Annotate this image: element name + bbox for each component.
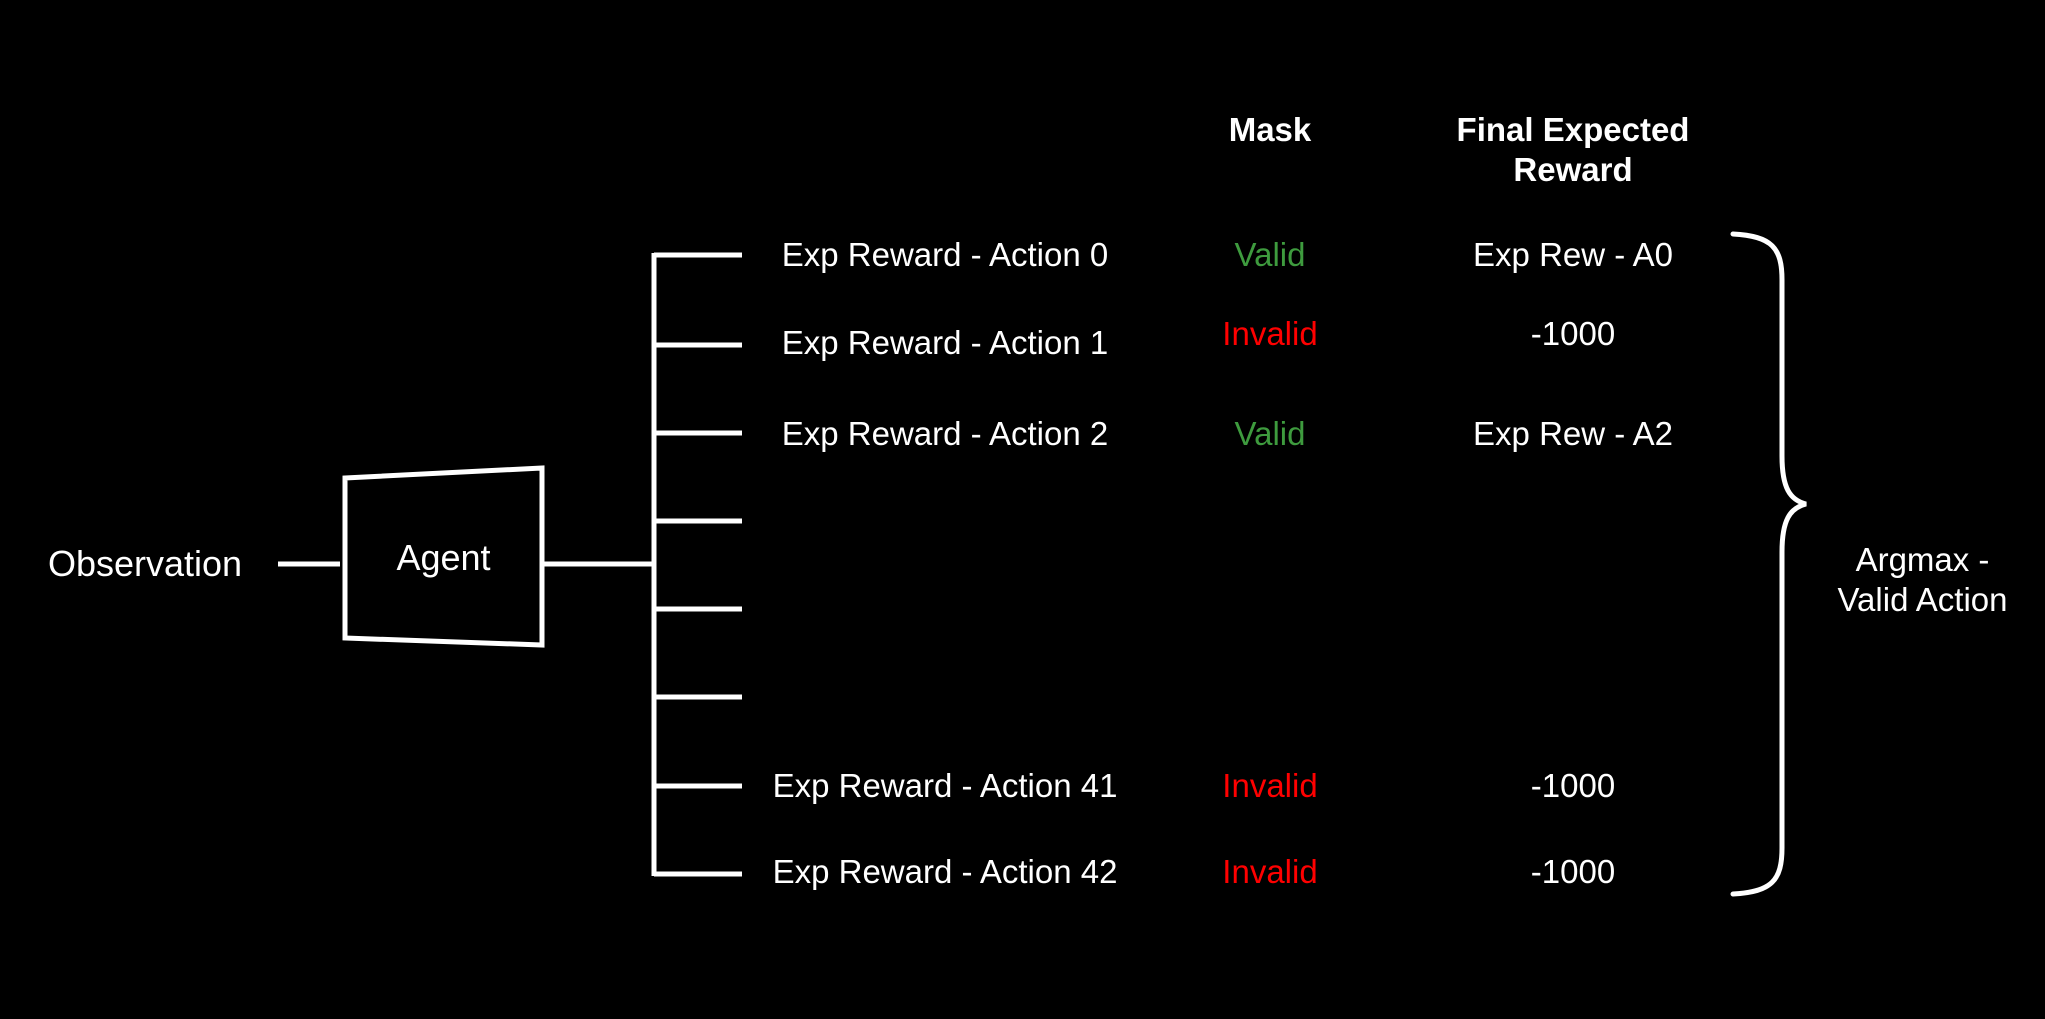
final-reward-2: Exp Rew - A2 bbox=[1473, 415, 1673, 452]
final-expected-reward-column-header: Final Expected Reward bbox=[1456, 111, 1690, 188]
mask-status-6: Invalid bbox=[1222, 767, 1318, 804]
mask-status-1: Invalid bbox=[1222, 315, 1318, 352]
argmax-valid-action-label: Argmax - Valid Action bbox=[1837, 541, 2008, 618]
final-reward-7: -1000 bbox=[1530, 853, 1616, 890]
mask-status-7: Invalid bbox=[1222, 853, 1318, 890]
final-reward-1: -1000 bbox=[1530, 315, 1616, 352]
action-label-2: Exp Reward - Action 2 bbox=[781, 415, 1109, 452]
argmax-curly-brace bbox=[1730, 231, 1807, 897]
observation-label: Observation bbox=[47, 543, 243, 584]
final-reward-6: -1000 bbox=[1530, 767, 1616, 804]
action-label-1: Exp Reward - Action 1 bbox=[781, 324, 1109, 361]
final-reward-0: Exp Rew - A0 bbox=[1473, 236, 1673, 273]
agent-label: Agent bbox=[396, 537, 491, 578]
action-label-0: Exp Reward - Action 0 bbox=[781, 236, 1109, 273]
mask-column-header: Mask bbox=[1228, 111, 1312, 148]
action-label-6: Exp Reward - Action 41 bbox=[772, 767, 1118, 804]
mask-status-0: Valid bbox=[1234, 236, 1306, 273]
mask-status-2: Valid bbox=[1234, 415, 1306, 452]
action-label-7: Exp Reward - Action 42 bbox=[772, 853, 1118, 890]
